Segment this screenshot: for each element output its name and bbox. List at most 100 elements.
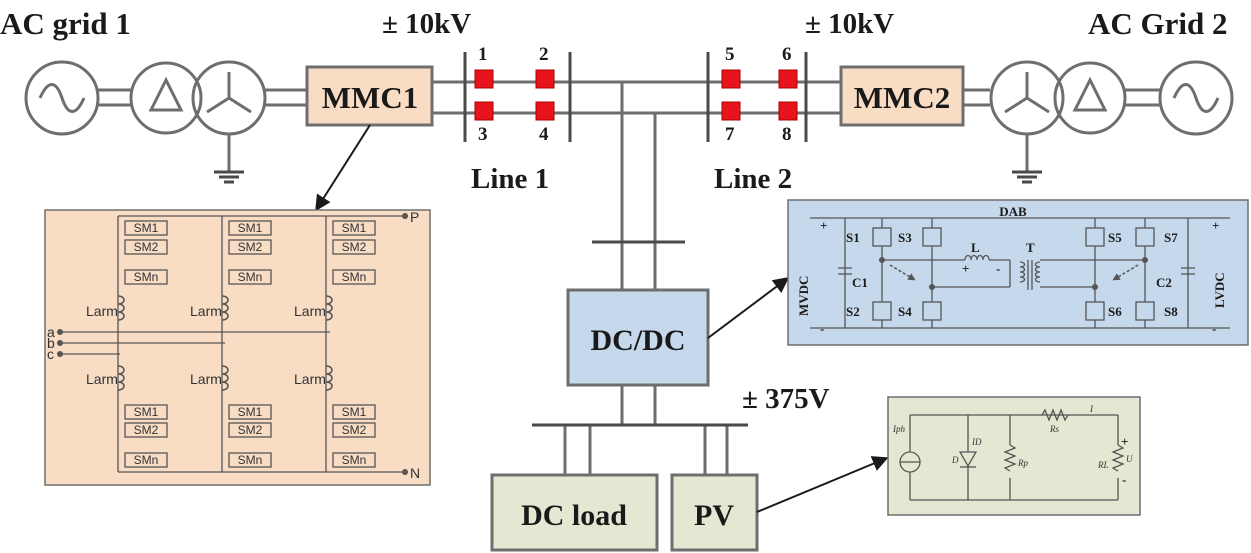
switch-s3 bbox=[922, 227, 942, 247]
breaker-1 bbox=[474, 69, 494, 89]
delta-winding-2-icon bbox=[1053, 61, 1127, 135]
b-label: b bbox=[47, 335, 55, 351]
minus-label: - bbox=[820, 321, 824, 336]
sm-label: SM2 bbox=[134, 423, 159, 437]
sm-a-u-2 bbox=[124, 239, 168, 255]
mmc1-box bbox=[305, 65, 434, 127]
switch-s2 bbox=[872, 301, 892, 321]
s7-label: S7 bbox=[1164, 230, 1178, 245]
s6-label: S6 bbox=[1108, 304, 1122, 319]
sm-c-u-n bbox=[332, 269, 376, 285]
transformer-t-icon bbox=[1019, 261, 1026, 283]
dab-title: DAB bbox=[999, 204, 1027, 219]
minus-label: - bbox=[1212, 321, 1216, 336]
mmc1-label: MMC1 bbox=[322, 80, 418, 115]
breaker-8 bbox=[778, 101, 798, 121]
larm-b-upper-icon bbox=[221, 295, 229, 321]
sm-c-l-2 bbox=[332, 422, 376, 438]
sm-a-u-1 bbox=[124, 220, 168, 236]
sm-c-l-n bbox=[332, 452, 376, 468]
sm-label: SM1 bbox=[342, 221, 367, 235]
switch-s7 bbox=[1135, 227, 1155, 247]
switch-s8 bbox=[1135, 301, 1155, 321]
s4-label: S4 bbox=[898, 304, 912, 319]
breaker-7 bbox=[721, 101, 741, 121]
sm-b-u-2 bbox=[228, 239, 272, 255]
l-label: L bbox=[971, 240, 980, 255]
sm-c-l-1 bbox=[332, 404, 376, 420]
sm-a-l-n bbox=[124, 452, 168, 468]
t-label: T bbox=[1026, 240, 1035, 255]
ground-1-icon bbox=[214, 170, 244, 184]
voltage-right-label: ± 10kV bbox=[805, 8, 894, 40]
inductor-l-icon bbox=[964, 254, 990, 261]
sm-label: SMn bbox=[238, 453, 263, 467]
ground-2-icon bbox=[1012, 170, 1042, 184]
u-label: U bbox=[1126, 454, 1133, 464]
sm-label: SMn bbox=[134, 270, 159, 284]
sm-label: SM2 bbox=[134, 240, 159, 254]
s5-label: S5 bbox=[1108, 230, 1122, 245]
larm-label: Larm bbox=[86, 303, 118, 319]
minus-label: - bbox=[996, 261, 1000, 276]
switch-s6 bbox=[1085, 301, 1105, 321]
c1-label: C1 bbox=[852, 275, 868, 290]
sm-c-u-1 bbox=[332, 220, 376, 236]
sm-label: SMn bbox=[134, 453, 159, 467]
breaker-label-7: 7 bbox=[725, 124, 735, 145]
terminal-p bbox=[402, 213, 408, 219]
sm-b-l-2 bbox=[228, 422, 272, 438]
breaker-6 bbox=[778, 69, 798, 89]
c2-label: C2 bbox=[1156, 275, 1172, 290]
sm-c-u-2 bbox=[332, 239, 376, 255]
dcdc-box bbox=[566, 288, 710, 387]
sm-b-l-1 bbox=[228, 404, 272, 420]
resistor-rp-icon bbox=[1003, 444, 1017, 472]
larm-c-upper-icon bbox=[325, 295, 333, 321]
mvdc-label: MVDC bbox=[796, 276, 811, 316]
pv-plus-label: + bbox=[1121, 434, 1128, 449]
ac-source-1-icon bbox=[24, 60, 100, 136]
larm-label: Larm bbox=[294, 371, 326, 387]
grid-2-label: AC Grid 2 bbox=[1088, 6, 1228, 41]
pv-minus-label: - bbox=[1122, 472, 1126, 487]
mmc2-box bbox=[839, 65, 965, 127]
breaker-label-2: 2 bbox=[539, 44, 549, 65]
plus-label: + bbox=[820, 218, 827, 233]
sm-label: SM1 bbox=[238, 221, 263, 235]
sm-label: SM2 bbox=[342, 240, 367, 254]
larm-label: Larm bbox=[86, 371, 118, 387]
breaker-4 bbox=[535, 101, 555, 121]
grid-1-label: AC grid 1 bbox=[0, 6, 131, 41]
line-2-label: Line 2 bbox=[714, 163, 792, 195]
terminal-c bbox=[57, 351, 63, 357]
rs-label: Rs bbox=[1049, 424, 1059, 434]
switch-s4 bbox=[922, 301, 942, 321]
breaker-3 bbox=[474, 101, 494, 121]
sm-label: SM1 bbox=[238, 405, 263, 419]
rp-label: Rp bbox=[1017, 458, 1028, 468]
breaker-label-4: 4 bbox=[539, 124, 549, 145]
terminal-b bbox=[57, 340, 63, 346]
voltage-dc-label: ± 375V bbox=[742, 383, 830, 415]
s1-label: S1 bbox=[846, 230, 860, 245]
breaker-label-6: 6 bbox=[782, 44, 792, 65]
plus-label: + bbox=[1212, 218, 1219, 233]
n-label: N bbox=[410, 465, 420, 481]
id-label: ID bbox=[971, 437, 982, 447]
breaker-label-3: 3 bbox=[478, 124, 488, 145]
sm-label: SMn bbox=[238, 270, 263, 284]
dc-load-label: DC load bbox=[521, 499, 627, 532]
ac-source-2-icon bbox=[1158, 60, 1234, 136]
plus-label: + bbox=[962, 261, 969, 276]
terminal-n bbox=[402, 469, 408, 475]
i-label: I bbox=[1089, 404, 1094, 414]
larm-label: Larm bbox=[294, 303, 326, 319]
sm-a-l-2 bbox=[124, 422, 168, 438]
breaker-label-1: 1 bbox=[478, 44, 488, 65]
line-1-label: Line 1 bbox=[471, 163, 549, 195]
dab-detail-panel bbox=[787, 199, 1249, 346]
pv-box bbox=[670, 473, 759, 552]
rl-label: RL bbox=[1097, 460, 1109, 470]
